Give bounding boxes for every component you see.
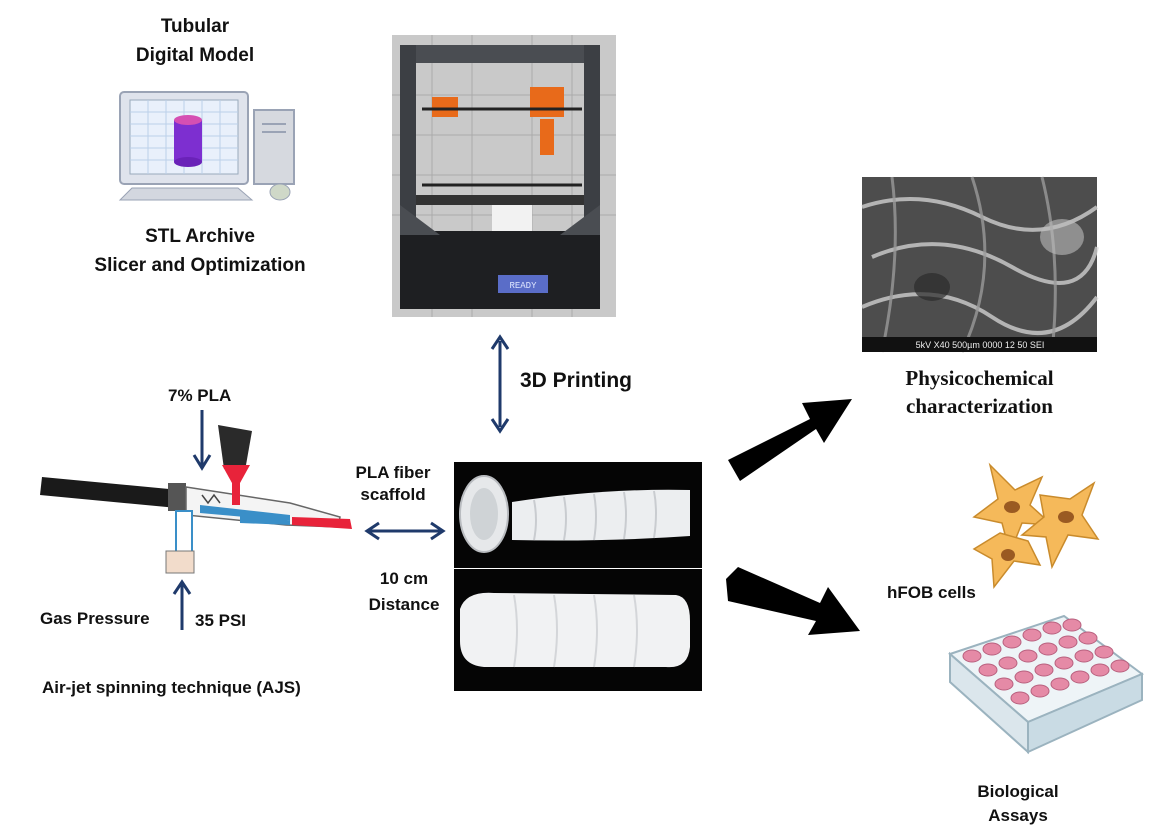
sem-micrograph-image: 5kV X40 500µm 0000 12 50 SEI [861,176,1099,353]
model-caption-line1: STL Archive [145,226,255,247]
gas-pressure-label: Gas Pressure [40,609,150,628]
assay-line1: Biological [977,782,1059,801]
polymer-label: 7% PLA [168,386,232,405]
well-plate-icon [948,614,1145,755]
computer-icon [118,91,295,201]
hfob-cells-icon [972,462,1100,590]
printing-label: 3D Printing [520,369,633,392]
distance-line2: Distance [368,595,440,614]
cells-label: hFOB cells [887,583,976,602]
arrow-to-characterization [728,399,852,481]
3d-printer-image: READY [392,35,616,317]
technique-label: Air-jet spinning technique (AJS) [42,678,301,697]
assay-line2: Assays [988,806,1048,825]
distance-double-arrow [364,521,446,541]
pressure-value: 35 PSI [195,611,247,630]
airbrush-image [40,425,352,574]
tube-model-icon [174,115,202,167]
scaffold-label-line2: scaffold [360,485,426,504]
characterization-line1: Physicochemical [905,366,1054,390]
distance-line1: 10 cm [379,569,429,588]
printer-screen-text: READY [509,281,537,291]
model-title-line1: Tubular [160,16,230,37]
scaffold-photo-bottom [454,569,702,691]
printing-double-arrow [490,334,510,434]
model-caption-line2: Slicer and Optimization [94,255,306,276]
model-title-line2: Digital Model [135,45,255,66]
sem-databar: 5kV X40 500µm 0000 12 50 SEI [916,340,1045,350]
gas-up-arrow [172,579,192,630]
polymer-down-arrow [192,410,212,471]
scaffold-label-line1: PLA fiber [355,463,431,482]
characterization-line2: characterization [906,394,1053,418]
scaffold-photo-top [454,462,702,568]
arrow-to-biology [726,567,860,635]
